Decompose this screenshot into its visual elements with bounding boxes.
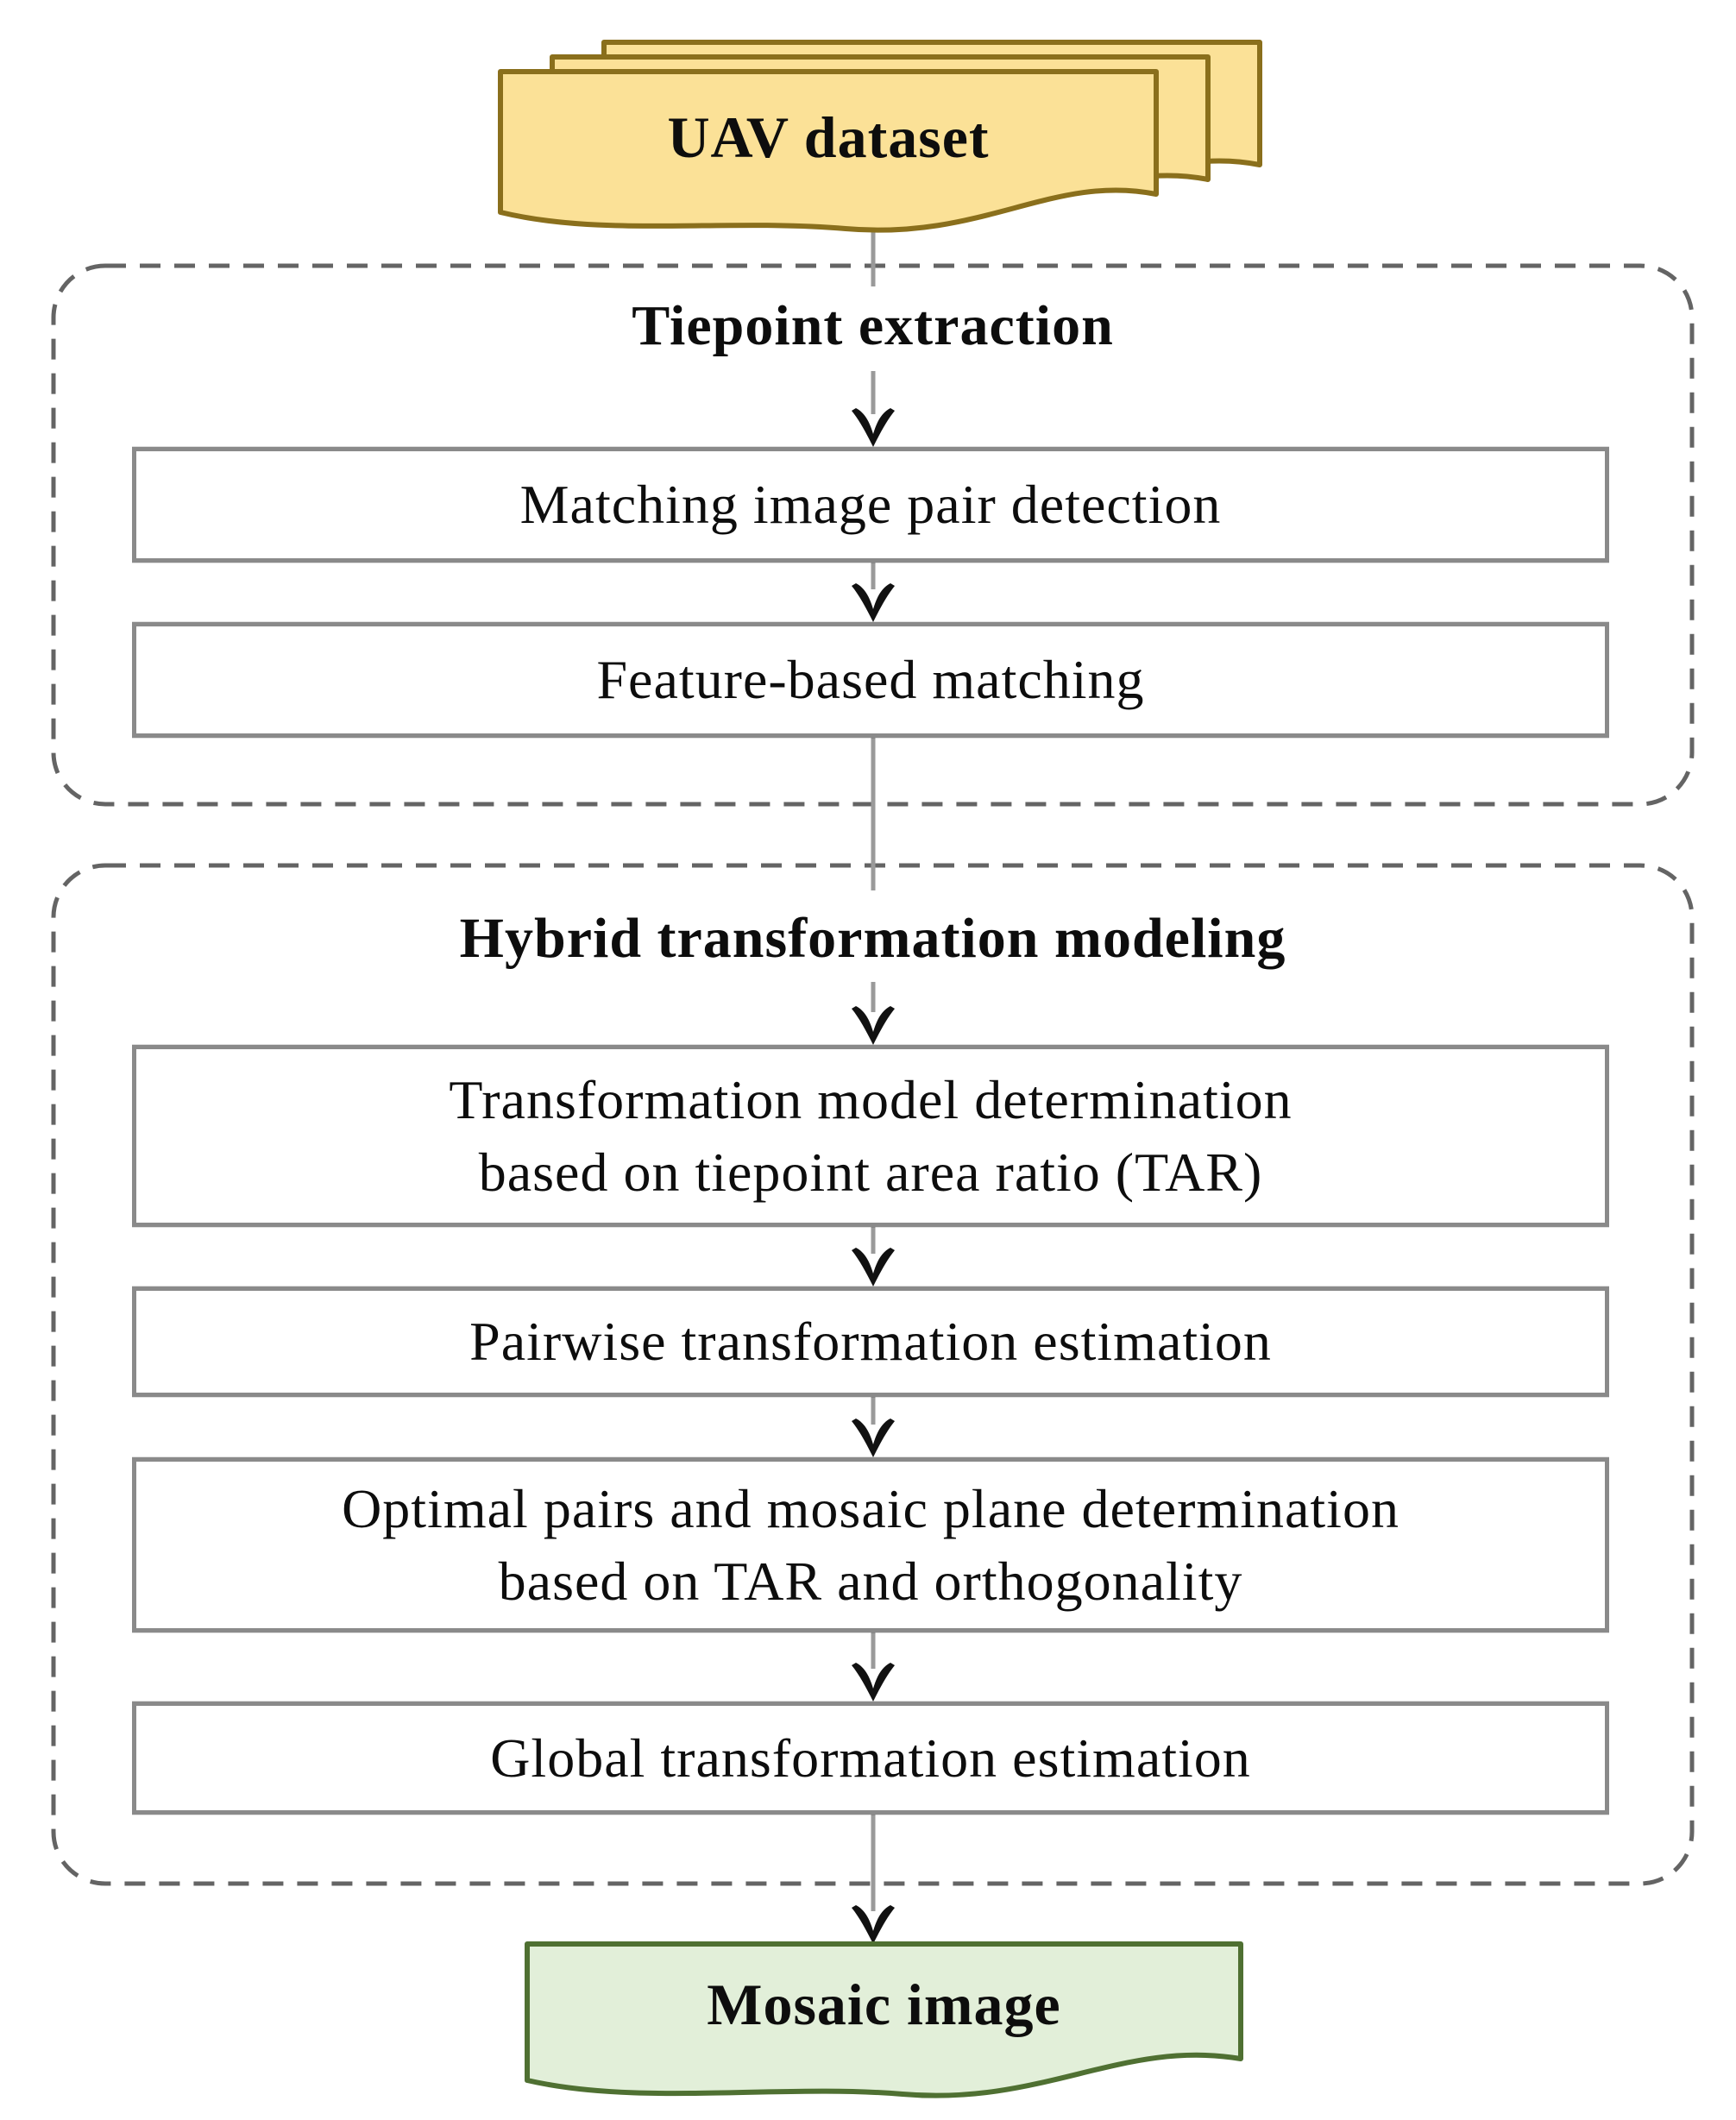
arrow-step3-to-step4 bbox=[852, 1227, 895, 1286]
mosaic-image-shape bbox=[525, 1941, 1243, 2098]
uav-dataset-shape bbox=[498, 40, 1262, 233]
document-sheet-front bbox=[498, 69, 1159, 233]
arrow-title1-to-step1 bbox=[852, 371, 895, 447]
mosaic-image-node: Mosaic image bbox=[527, 1944, 1241, 2065]
uav-dataset-node: UAV dataset bbox=[500, 72, 1156, 203]
step-optimal-pairs-mosaic-plane-determination: Optimal pairs and mosaic plane determina… bbox=[132, 1457, 1609, 1632]
step-feature-based-matching: Feature-based matching bbox=[132, 622, 1609, 738]
arrowhead bbox=[852, 1248, 895, 1286]
arrow-title2-to-step3 bbox=[852, 982, 895, 1045]
arrowhead bbox=[852, 583, 895, 622]
arrowhead bbox=[852, 1006, 895, 1045]
step-transformation-model-determination: Transformation model determination based… bbox=[132, 1045, 1609, 1227]
arrow-step6-to-mosaic bbox=[852, 1815, 895, 1944]
section-title-tiepoint-extraction: Tiepoint extraction bbox=[632, 294, 1114, 357]
step-label: Pairwise transformation estimation bbox=[469, 1311, 1272, 1373]
section-title-hybrid-transformation-modeling: Hybrid transformation modeling bbox=[459, 907, 1286, 970]
arrowhead bbox=[852, 1663, 895, 1702]
step-label: Feature-based matching bbox=[596, 649, 1145, 711]
arrow-step1-to-step2 bbox=[852, 563, 895, 622]
step-label: Optimal pairs and mosaic plane determina… bbox=[342, 1478, 1399, 1612]
step-pairwise-transformation-estimation: Pairwise transformation estimation bbox=[132, 1286, 1609, 1397]
arrow-step5-to-step6 bbox=[852, 1632, 895, 1702]
arrowhead bbox=[852, 1419, 895, 1457]
step-label: Matching image pair detection bbox=[519, 474, 1222, 536]
step-matching-image-pair-detection: Matching image pair detection bbox=[132, 447, 1609, 563]
step-global-transformation-estimation: Global transformation estimation bbox=[132, 1702, 1609, 1815]
step-label: Global transformation estimation bbox=[490, 1727, 1251, 1789]
step-label: Transformation model determination based… bbox=[449, 1069, 1293, 1203]
uav-dataset-label: UAV dataset bbox=[667, 104, 990, 170]
mosaic-image-label: Mosaic image bbox=[707, 1971, 1061, 2037]
arrowhead bbox=[852, 1905, 895, 1944]
arrow-step4-to-step5 bbox=[852, 1397, 895, 1457]
arrowhead bbox=[852, 408, 895, 447]
